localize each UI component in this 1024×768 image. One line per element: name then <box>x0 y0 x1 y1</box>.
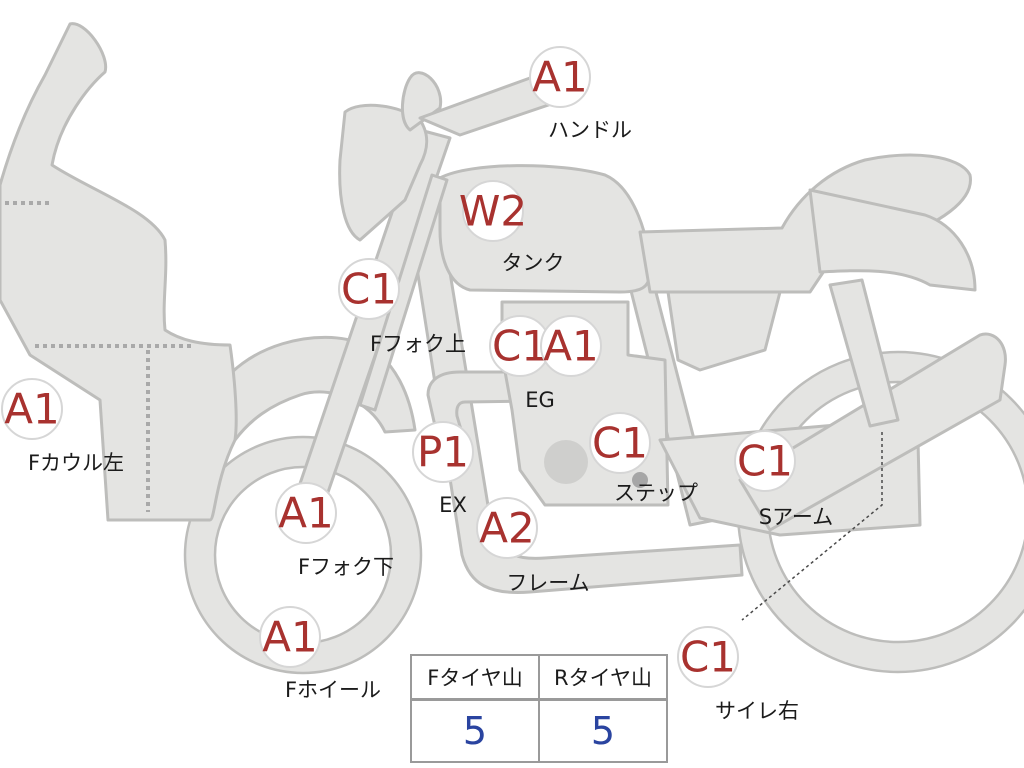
marker-label: フレーム <box>506 571 589 595</box>
marker-label: EX <box>439 493 467 517</box>
marker-badge <box>529 46 591 108</box>
marker-code: A1 <box>262 613 317 662</box>
marker-label: Sアーム <box>759 505 833 529</box>
marker-engine-c: C1 <box>489 315 551 377</box>
rear-tire-tread-value: 5 <box>590 709 616 753</box>
marker-label: サイレ右 <box>715 699 799 723</box>
step-peg <box>632 472 648 488</box>
marker-label: Fホイール <box>285 678 381 702</box>
marker-handle: A1 ハンドル <box>529 46 632 142</box>
marker-badge <box>338 258 400 320</box>
marker-label: EG <box>525 388 555 412</box>
handlebar <box>401 71 443 132</box>
marker-code: C1 <box>737 437 793 486</box>
marker-code: P1 <box>417 428 469 477</box>
marker-code: C1 <box>680 633 736 682</box>
marker-code: A1 <box>543 322 598 371</box>
front-tire-tread-header: Fタイヤ山 <box>411 655 540 701</box>
tread-header-row: Fタイヤ山 Rタイヤ山 <box>411 655 667 701</box>
tread-value-row: 5 5 <box>411 699 667 762</box>
front-tire-tread-value: 5 <box>411 699 540 762</box>
marker-badge <box>1 378 63 440</box>
marker-badge <box>540 315 602 377</box>
marker-code: A1 <box>532 53 587 102</box>
marker-label: Fカウル左 <box>28 451 124 475</box>
cowl-seam-lines <box>5 201 192 512</box>
marker-code: C1 <box>341 265 397 314</box>
marker-step: C1 ステップ <box>589 412 698 505</box>
muffler <box>738 332 1007 532</box>
marker-badge <box>259 606 321 668</box>
rear-shock <box>828 278 900 428</box>
marker-code: W2 <box>459 187 527 236</box>
marker-badge <box>677 626 739 688</box>
rear-tire-tread-header: Rタイヤ山 <box>539 655 667 701</box>
marker-frame: A2 フレーム <box>476 497 590 595</box>
marker-code: A1 <box>4 385 59 434</box>
marker-code: A1 <box>278 489 333 538</box>
tire-tread-table: Fタイヤ山 Rタイヤ山 5 5 <box>410 654 668 763</box>
marker-badge <box>412 421 474 483</box>
marker-label: Fフォク上 <box>370 332 466 356</box>
marker-badge <box>275 482 337 544</box>
headlight <box>338 103 429 242</box>
marker-badge <box>462 180 524 242</box>
leader-lines <box>741 432 883 621</box>
marker-muffler-right: C1 サイレ右 <box>677 626 799 723</box>
marker-badge <box>476 497 538 559</box>
side-cover <box>666 290 782 372</box>
front-fork-outer <box>358 173 449 412</box>
tail-cowl <box>808 188 977 292</box>
marker-label: ステップ <box>614 481 698 505</box>
marker-label: Fフォク下 <box>298 555 394 579</box>
marker-label: タンク <box>502 251 565 275</box>
front-cowl <box>0 22 238 522</box>
marker-label: ハンドル <box>548 118 632 142</box>
marker-tank: W2 タンク <box>459 180 565 275</box>
engine-cover <box>544 440 588 484</box>
marker-badge <box>734 430 796 492</box>
marker-code: C1 <box>492 322 548 371</box>
marker-code: A2 <box>479 504 534 553</box>
marker-code: C1 <box>592 419 648 468</box>
marker-badge <box>589 412 651 474</box>
